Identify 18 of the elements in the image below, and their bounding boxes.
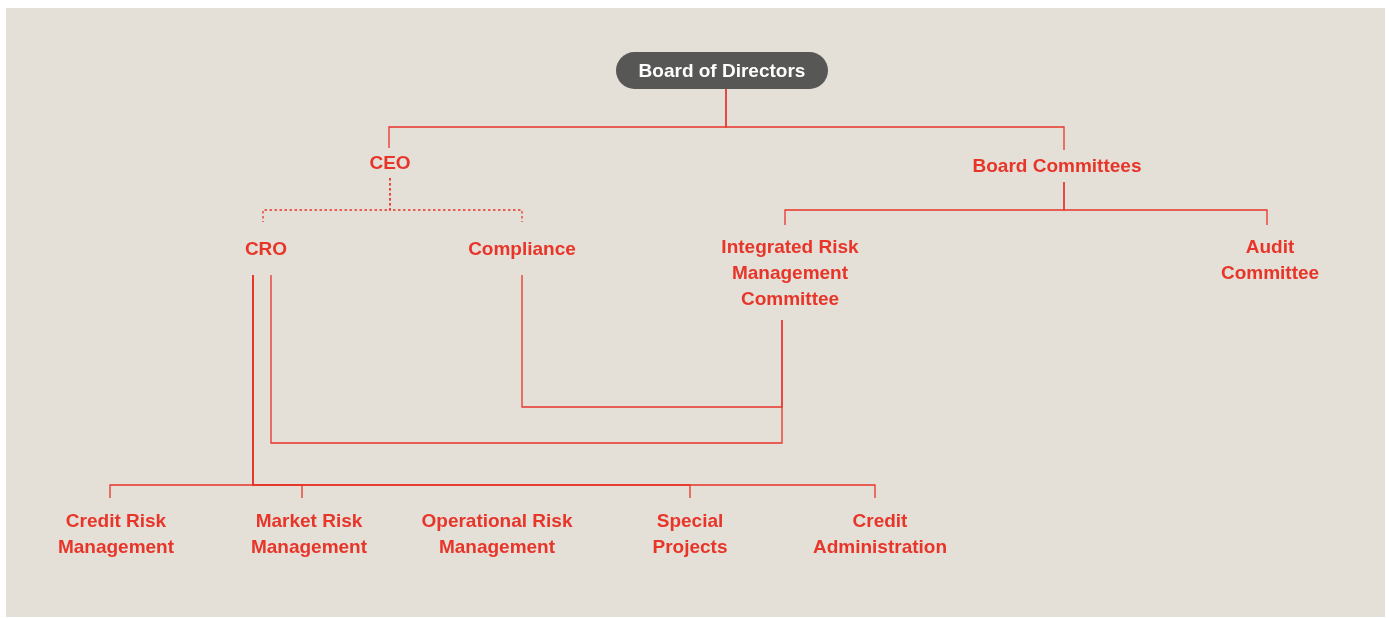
org-unit-label: Board Committees <box>957 150 1157 182</box>
org-unit-label: Compliance <box>457 222 587 275</box>
org-unit-label: Special Projects <box>635 498 745 570</box>
org-unit-label: Credit Risk Management <box>41 498 191 570</box>
connector-line <box>270 274 783 444</box>
org-unit-label: CRO <box>231 222 301 275</box>
org-unit-label: Market Risk Management <box>234 498 384 570</box>
connector-line <box>521 274 783 408</box>
connector-line <box>252 274 876 499</box>
org-unit-label: Integrated Risk Management Committee <box>690 225 890 320</box>
org-unit-label: Operational Risk Management <box>407 498 587 570</box>
connector-line <box>725 88 1065 151</box>
org-unit-label: Audit Committee <box>1205 225 1335 295</box>
connector-line <box>389 177 523 223</box>
org-unit-label: CEO <box>355 148 425 178</box>
connector-line <box>1063 181 1268 226</box>
board-pill: Board of Directors <box>616 52 828 89</box>
org-unit-label: Credit Administration <box>800 498 960 570</box>
